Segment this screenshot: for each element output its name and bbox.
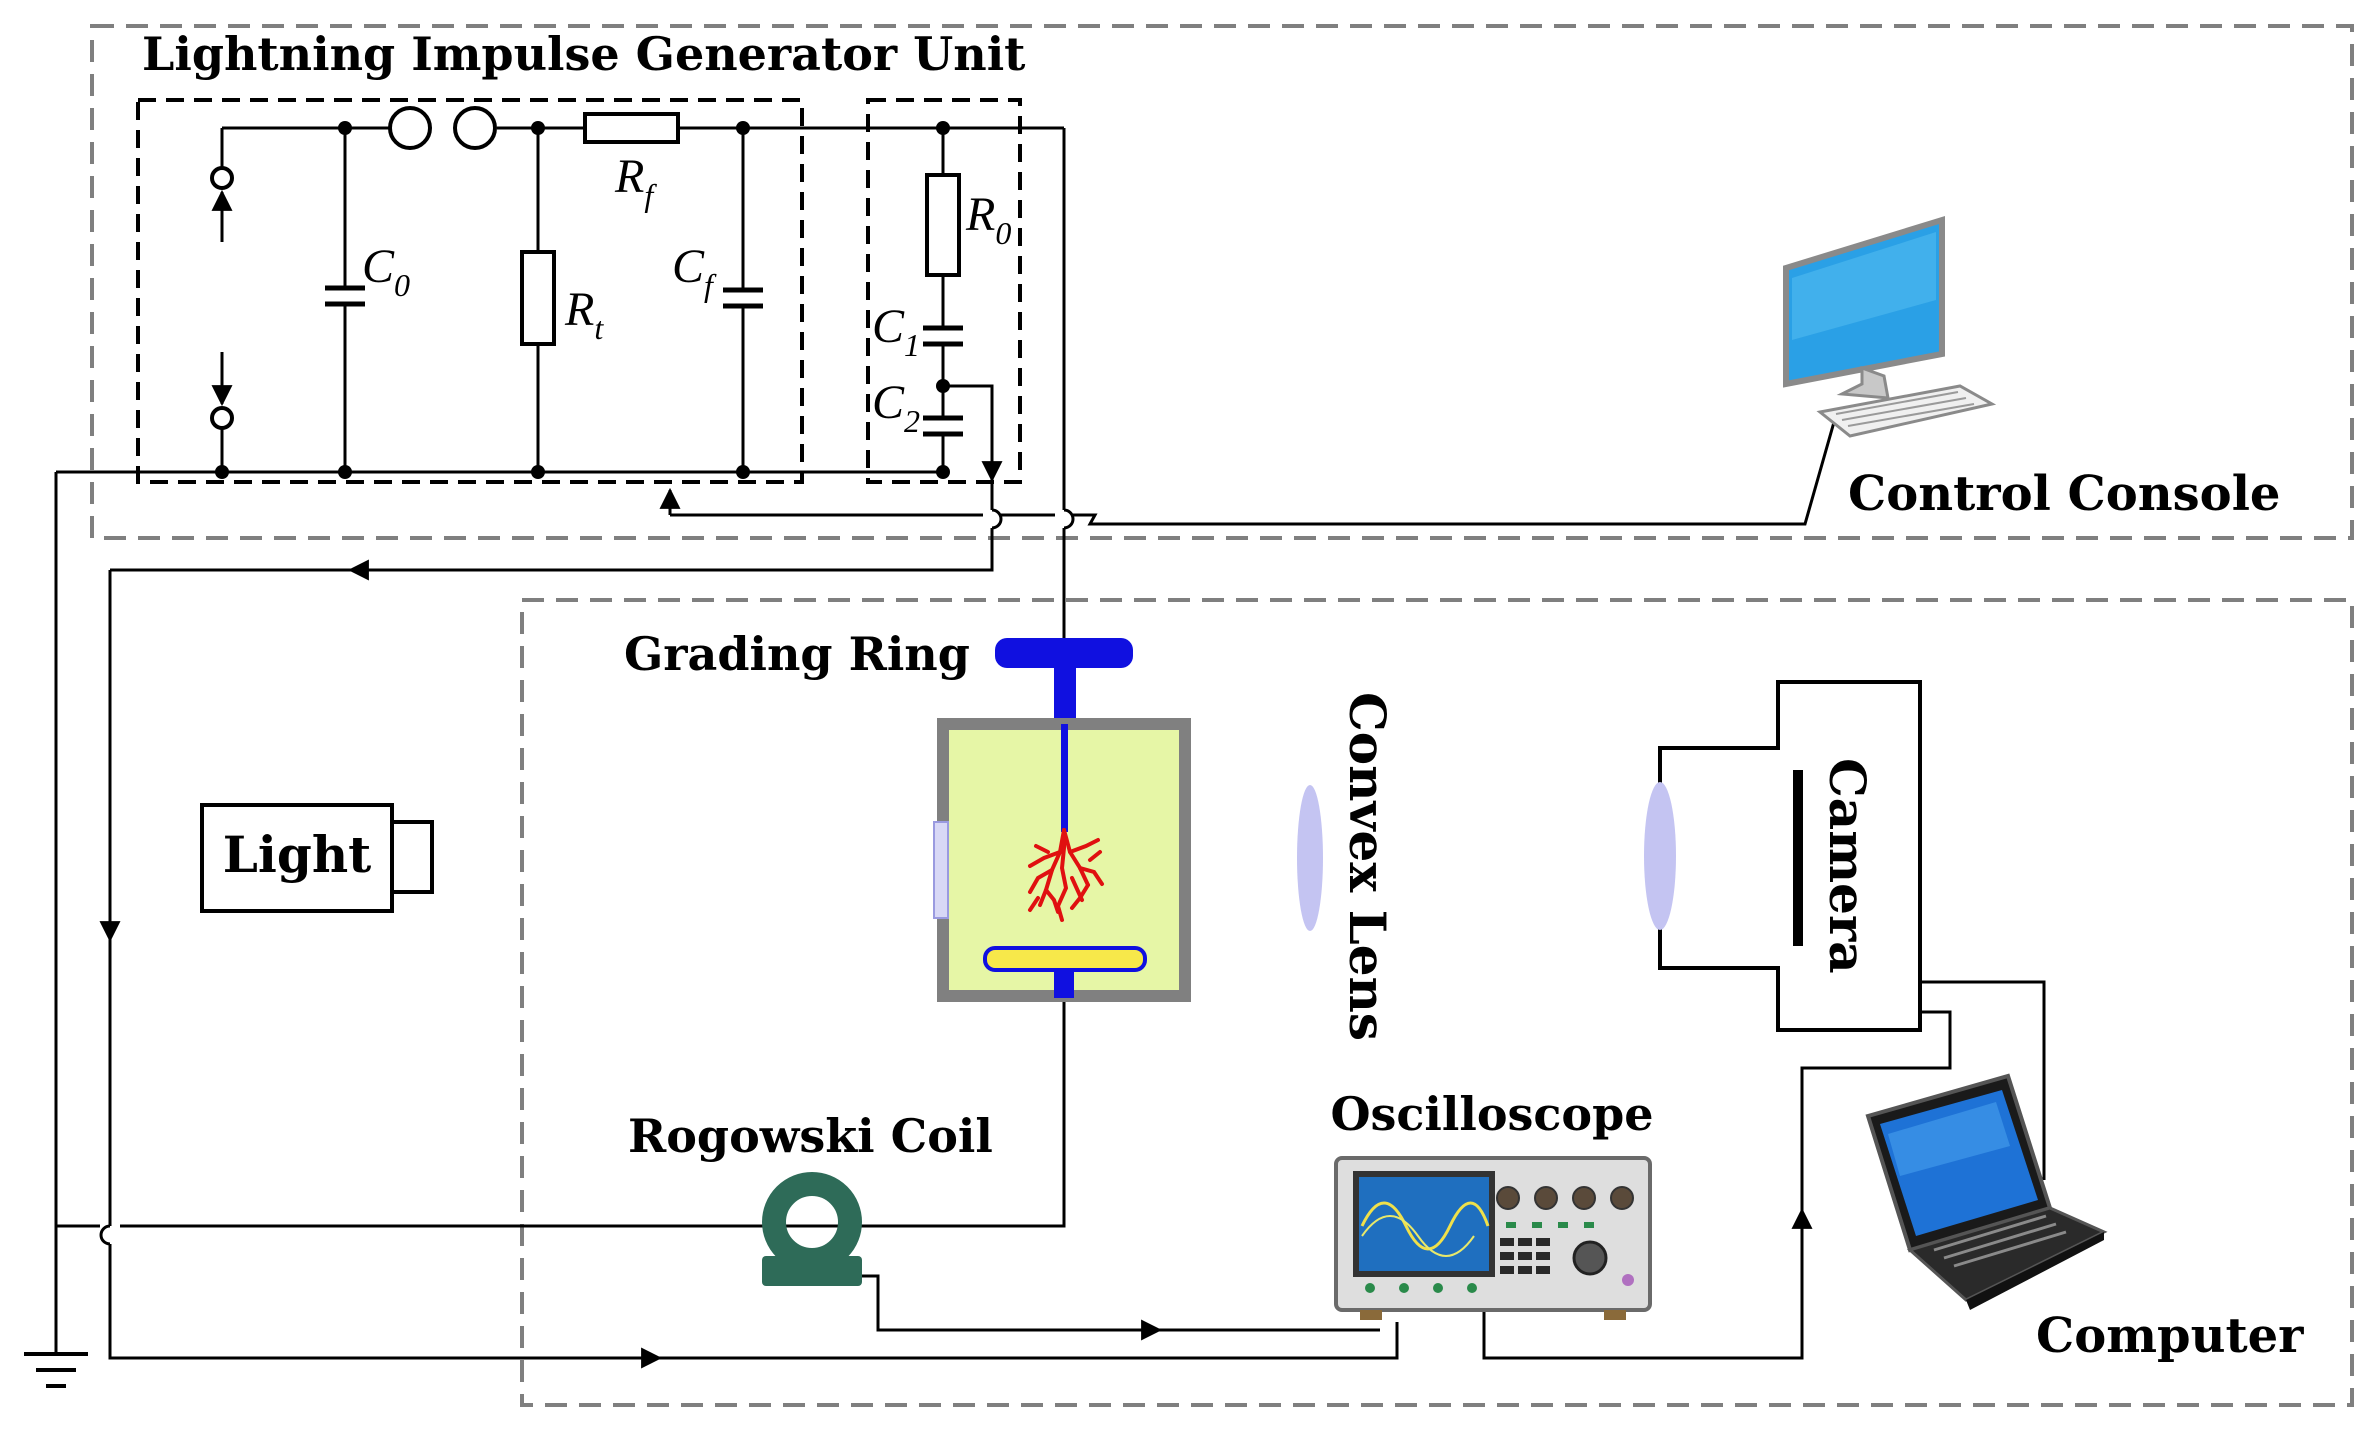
spark-terminal-top xyxy=(210,166,234,190)
resistor-rf xyxy=(583,112,680,144)
camera-lens xyxy=(1644,782,1676,930)
rt-symbol: R xyxy=(564,283,594,336)
component-labels: C0 Rt Rf Cf R0 C1 C2 xyxy=(362,150,1011,439)
grading-ring xyxy=(995,638,1133,726)
needle-electrode xyxy=(1061,724,1068,832)
desktop-computer-icon xyxy=(1783,215,1997,438)
oscilloscope-icon xyxy=(1334,1156,1652,1320)
spark-gap-ball-left xyxy=(388,106,432,150)
generator-unit-title: Lightning Impulse Generator Unit xyxy=(142,27,1026,81)
chamber-window xyxy=(933,821,949,919)
ground-electrode-stem xyxy=(1054,970,1074,998)
convex-lens xyxy=(1297,785,1323,931)
light-source xyxy=(200,803,434,913)
generator-region-border xyxy=(90,24,2354,540)
generator-circuit-box xyxy=(136,98,804,484)
svg-text:C2: C2 xyxy=(872,376,920,439)
cf-symbol: C xyxy=(672,240,705,293)
grading-ring-label: Grading Ring xyxy=(624,627,970,681)
c1-symbol: C xyxy=(872,300,905,353)
oscilloscope-label: Oscilloscope xyxy=(1330,1087,1653,1141)
rf-symbol: R xyxy=(614,150,644,203)
ground-plate xyxy=(983,946,1147,972)
rt-subscript: t xyxy=(594,310,604,346)
resistor-r0 xyxy=(925,173,961,277)
discharge-tree xyxy=(1028,828,1104,922)
r0-subscript: 0 xyxy=(995,215,1011,251)
c2-subscript: 2 xyxy=(904,403,920,439)
control-console-label: Control Console xyxy=(1848,466,2280,522)
spark-terminal-bottom xyxy=(210,406,234,430)
laptop-computer-icon xyxy=(1865,1073,2108,1310)
c1-subscript: 1 xyxy=(904,327,920,363)
computer-label: Computer xyxy=(2036,1308,2304,1364)
camera-label: Camera xyxy=(1818,758,1877,974)
impulse-circuit xyxy=(54,106,2046,1369)
c0-subscript: 0 xyxy=(394,267,410,303)
ground-icon xyxy=(24,1352,88,1388)
cf-subscript: f xyxy=(704,267,717,303)
convex-lens-label: Convex Lens xyxy=(1338,692,1397,1041)
rogowski-coil-label: Rogowski Coil xyxy=(628,1109,993,1163)
light-label: Light xyxy=(223,825,372,884)
svg-text:R0: R0 xyxy=(965,188,1011,251)
spark-gap-ball-right xyxy=(453,106,497,150)
svg-text:Rf: Rf xyxy=(614,150,657,213)
camera-sensor xyxy=(1793,770,1803,946)
rogowski-coil-icon xyxy=(762,1172,862,1286)
c2-symbol: C xyxy=(872,376,905,429)
svg-text:C1: C1 xyxy=(872,300,920,363)
test-chamber xyxy=(933,718,1191,1002)
r0-symbol: R xyxy=(965,188,995,241)
test-region-border xyxy=(520,598,2354,1407)
rf-subscript: f xyxy=(644,177,657,213)
svg-text:Rt: Rt xyxy=(564,283,604,346)
divider-circuit-box xyxy=(866,98,1022,484)
camera xyxy=(1644,680,1922,1032)
svg-text:C0: C0 xyxy=(362,240,410,303)
c0-symbol: C xyxy=(362,240,395,293)
svg-text:Cf: Cf xyxy=(672,240,717,303)
resistor-rt xyxy=(520,250,556,346)
